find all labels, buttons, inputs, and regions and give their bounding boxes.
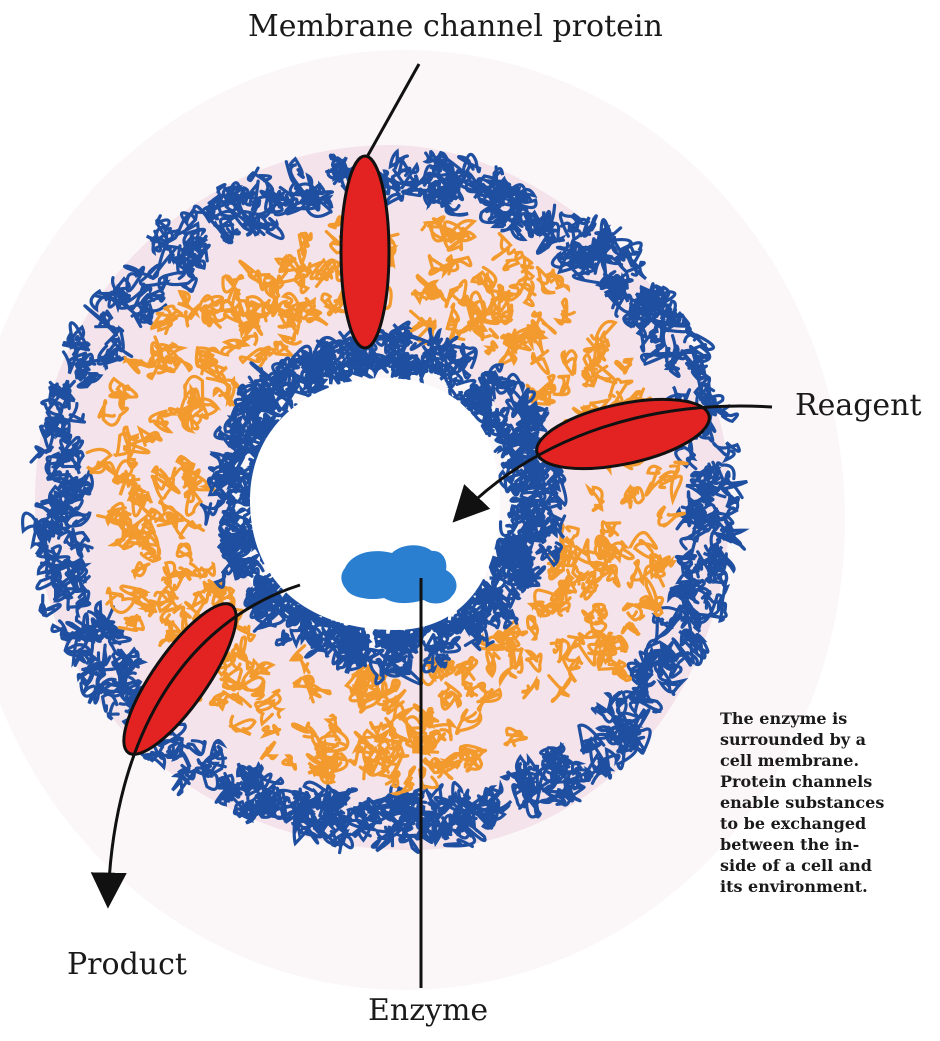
caption-text: The enzyme is surrounded by a cell membr… <box>720 708 925 897</box>
channel-protein-top <box>341 156 389 348</box>
caption-line: enable substances <box>720 792 925 813</box>
caption-line: its environment. <box>720 876 925 897</box>
caption-line: surrounded by a <box>720 729 925 750</box>
label-enzyme: Enzyme <box>368 996 488 1026</box>
caption-line: between the in- <box>720 834 925 855</box>
caption-line: to be exchanged <box>720 813 925 834</box>
label-product: Product <box>67 950 187 980</box>
lipid-squiggle <box>223 682 242 690</box>
caption-line: The enzyme is <box>720 708 925 729</box>
caption-line: cell membrane. <box>720 750 925 771</box>
label-reagent: Reagent <box>795 391 922 421</box>
caption-line: side of a cell and <box>720 855 925 876</box>
caption-line: Protein channels <box>720 771 925 792</box>
label-membrane-channel-protein: Membrane channel protein <box>248 12 663 42</box>
